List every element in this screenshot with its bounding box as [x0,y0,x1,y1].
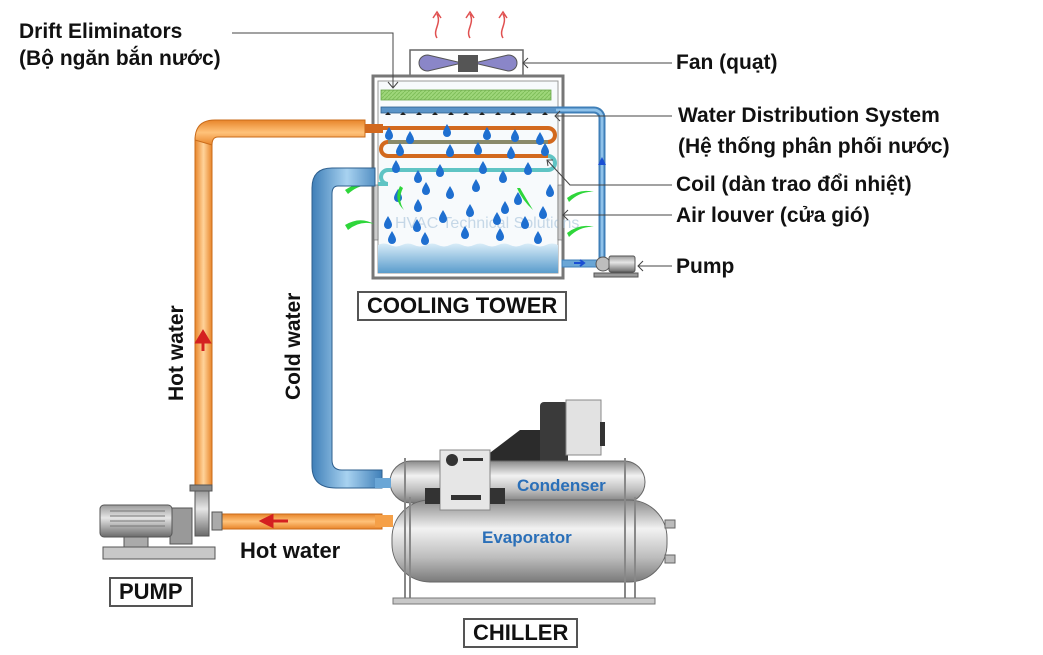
leader-lines [232,32,672,272]
label-drift-eliminators-vi: (Bộ ngăn bắn nước) [19,47,221,70]
hot-water-pipe-up [194,119,383,489]
svg-text:HVAC Technical Solutions: HVAC Technical Solutions [395,215,579,232]
label-fan: Fan (quạt) [676,51,778,74]
hot-water-pipe-return [221,513,383,530]
label-coil: Coil (dàn trao đổi nhiệt) [676,173,912,196]
label-drift-eliminators: Drift Eliminators [19,20,183,43]
label-hot-water-vertical: Hot water [165,305,188,401]
chiller-unit [375,399,676,605]
heat-exchange-coil [378,126,557,186]
label-cold-water-vertical: Cold water [282,292,305,400]
flow-arrow-up [194,329,212,351]
label-water-distribution-vi: (Hệ thống phân phối nước) [678,135,950,158]
air-louvers [373,184,563,241]
tower-pump-icon [593,255,639,278]
label-evaporator: Evaporator [482,528,572,547]
fan-icon [418,54,518,72]
heat-exhaust-arrows [432,10,508,39]
label-water-distribution: Water Distribution System [678,104,940,127]
water-basin [378,243,558,273]
label-pump: PUMP [109,577,193,607]
main-pump-icon [99,484,223,560]
label-cooling-tower: COOLING TOWER [357,291,568,321]
label-hot-water-horizontal: Hot water [240,538,341,563]
drift-eliminator [380,89,552,101]
cold-water-pipe [311,167,383,489]
label-condenser: Condenser [517,476,606,495]
spray-nozzles [385,112,548,115]
label-chiller: CHILLER [463,618,579,648]
label-tower-pump: Pump [676,255,735,278]
label-air-louver: Air louver (cửa gió) [676,204,870,227]
evaporator-tank [391,499,668,583]
